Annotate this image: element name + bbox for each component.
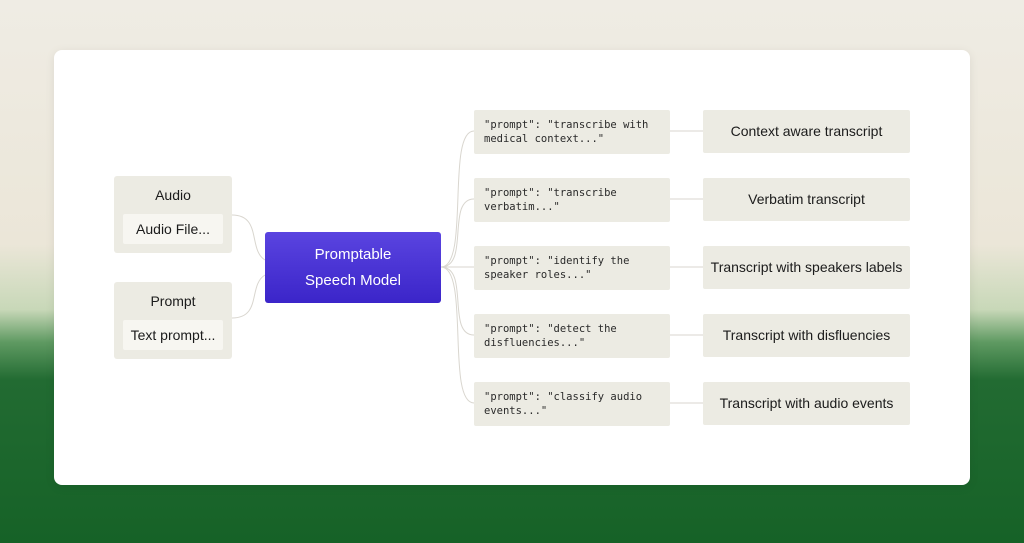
output-disfluencies: Transcript with disfluencies xyxy=(703,314,910,357)
audio-file-field: Audio File... xyxy=(123,214,223,244)
prompt-code-1: "prompt": "transcribe with medical conte… xyxy=(474,110,670,154)
output-context-aware: Context aware transcript xyxy=(703,110,910,153)
prompt-code-3: "prompt": "identify the speaker roles...… xyxy=(474,246,670,290)
promptable-speech-model-node: Promptable Speech Model xyxy=(265,232,441,303)
prompt-code-4: "prompt": "detect the disfluencies..." xyxy=(474,314,670,358)
model-label-line2: Speech Model xyxy=(305,271,401,289)
output-audio-events: Transcript with audio events xyxy=(703,382,910,425)
prompt-input-title: Prompt xyxy=(150,293,196,309)
model-label-line1: Promptable xyxy=(314,245,392,263)
audio-input-title: Audio xyxy=(155,187,191,203)
text-prompt-field: Text prompt... xyxy=(123,320,223,350)
prompt-code-2: "prompt": "transcribe verbatim..." xyxy=(474,178,670,222)
output-verbatim: Verbatim transcript xyxy=(703,178,910,221)
output-speaker-labels: Transcript with speakers labels xyxy=(703,246,910,289)
prompt-code-5: "prompt": "classify audio events..." xyxy=(474,382,670,426)
prompt-input-node: Prompt Text prompt... xyxy=(114,282,232,359)
audio-input-node: Audio Audio File... xyxy=(114,176,232,253)
